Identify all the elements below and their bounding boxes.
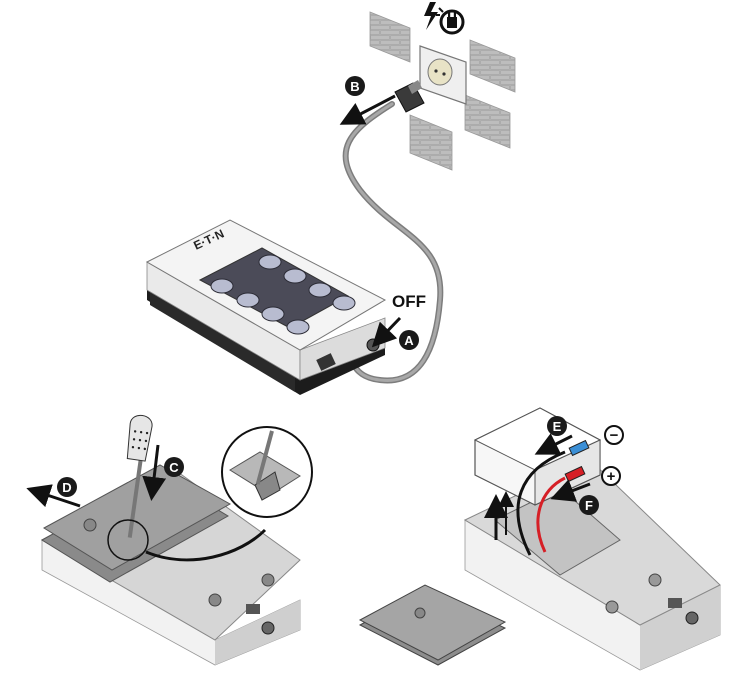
step-b-label: B (350, 79, 359, 94)
polarity-minus: − (604, 425, 624, 445)
off-label: OFF (392, 292, 426, 311)
step-c-marker: C (142, 444, 184, 501)
step-e-marker: E (534, 416, 573, 455)
brick-wall-patch (409, 114, 453, 171)
ups-device-front: E·T·N (145, 219, 387, 395)
outlet-sockets (210, 254, 356, 335)
brick-wall-patch (469, 39, 516, 93)
brick-wall-patch (369, 11, 411, 63)
step-a-label: A (404, 333, 414, 348)
polarity-plus: + (601, 466, 621, 486)
plus-sign: + (607, 468, 616, 485)
step-c-label: C (169, 460, 179, 475)
ups-device-underside (40, 464, 301, 666)
step-d-marker: D (26, 477, 81, 508)
screwdriver-icon (126, 414, 153, 538)
step-a-marker: A (371, 316, 419, 350)
ups-device-open (463, 459, 721, 671)
step-e-label: E (553, 419, 562, 434)
power-cord (342, 80, 444, 384)
step-b-marker: B (339, 76, 396, 125)
zoom-callout (107, 426, 313, 562)
minus-sign: − (610, 427, 619, 444)
wall-area (369, 2, 516, 171)
battery-cover (358, 584, 507, 666)
step-f-label: F (585, 498, 593, 513)
step-d-label: D (62, 480, 71, 495)
wall-outlet-icon (419, 45, 467, 105)
plug-icon (394, 80, 425, 113)
brick-wall-patch (464, 94, 511, 149)
step-f-marker: F (550, 479, 599, 515)
unplug-icon (424, 2, 465, 35)
